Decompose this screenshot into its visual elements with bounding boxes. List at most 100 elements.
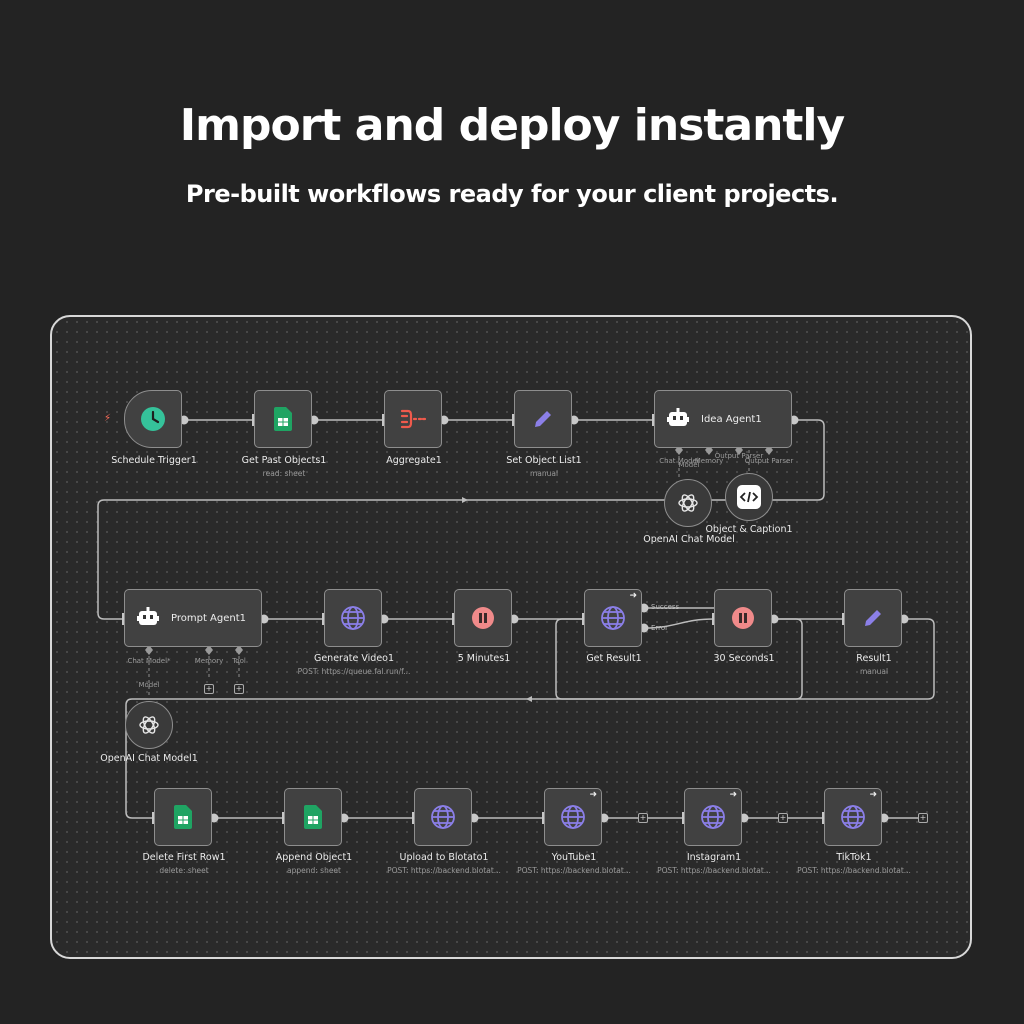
node-openai-chat-model[interactable] — [664, 479, 712, 527]
node-subtitle: POST: https://backend.blotat... — [387, 866, 501, 875]
port-label: Memory — [194, 657, 224, 665]
arrow-right-icon: ➜ — [729, 790, 737, 800]
node-label: YouTube1 — [551, 852, 597, 863]
add-node-button[interactable]: + — [638, 813, 648, 823]
globe-icon — [841, 805, 865, 829]
node-upload-to-blotato[interactable] — [414, 788, 472, 846]
branch-label-success: Success — [651, 603, 680, 611]
node-youtube[interactable]: ➜ — [544, 788, 602, 846]
clock-icon — [141, 407, 165, 431]
node-append-object[interactable] — [284, 788, 342, 846]
connection-result-to-delete — [125, 618, 935, 819]
node-get-result[interactable]: ➜ — [584, 589, 642, 647]
code-icon — [737, 485, 761, 509]
node-5-minutes[interactable] — [454, 589, 512, 647]
globe-icon — [431, 805, 455, 829]
node-schedule-trigger[interactable] — [124, 390, 182, 448]
globe-icon — [601, 606, 625, 630]
node-generate-video[interactable] — [324, 589, 382, 647]
add-tool-button[interactable]: + — [234, 684, 244, 694]
page-headline: Import and deploy instantly — [179, 100, 845, 151]
port-label: Output Parser — [744, 457, 794, 465]
node-label: Object & Caption1 — [705, 524, 793, 535]
openai-icon — [139, 716, 159, 734]
port-label: Model — [138, 681, 160, 689]
port-label: Output Parser — [714, 452, 764, 460]
node-label: Delete First Row1 — [142, 852, 226, 863]
node-aggregate[interactable] — [384, 390, 442, 448]
node-idea-agent[interactable]: Idea Agent1 — [654, 390, 792, 448]
node-subtitle: delete: sheet — [159, 866, 209, 875]
node-subtitle: POST: https://backend.blotat... — [657, 866, 771, 875]
port-label: Memory — [694, 457, 724, 465]
globe-icon — [701, 805, 725, 829]
port-label: Tool — [232, 657, 246, 665]
node-label: TikTok1 — [836, 852, 872, 863]
node-label: OpenAI Chat Model1 — [100, 753, 198, 764]
node-label: 5 Minutes1 — [457, 653, 511, 664]
node-label: Generate Video1 — [313, 653, 395, 664]
robot-icon — [667, 408, 689, 426]
add-node-button[interactable]: + — [778, 813, 788, 823]
node-get-past-objects[interactable] — [254, 390, 312, 448]
add-node-button[interactable]: + — [918, 813, 928, 823]
connection-idea-to-prompt — [97, 419, 825, 620]
node-subtitle: manual — [529, 469, 559, 478]
arrow-right-icon: ➜ — [589, 790, 597, 800]
node-30-seconds[interactable] — [714, 589, 772, 647]
node-subtitle: append: sheet — [287, 866, 341, 875]
port-label: Chat Model* — [127, 657, 171, 665]
pencil-icon — [535, 411, 551, 427]
google-sheets-icon — [174, 805, 192, 829]
node-subtitle: read: sheet — [262, 469, 306, 478]
node-label: Prompt Agent1 — [171, 612, 247, 624]
node-openai-chat-model-1[interactable] — [125, 701, 173, 749]
pause-icon — [472, 607, 494, 629]
node-label: Instagram1 — [686, 852, 742, 863]
arrow-marker — [526, 696, 532, 702]
node-label: Idea Agent1 — [701, 413, 762, 425]
branch-label-error: Error — [651, 624, 669, 632]
pencil-icon — [865, 610, 881, 626]
pause-icon — [732, 607, 754, 629]
node-label: Result1 — [856, 653, 892, 664]
globe-icon — [561, 805, 585, 829]
node-delete-first-row[interactable] — [154, 788, 212, 846]
openai-icon — [678, 494, 698, 512]
node-label: OpenAI Chat Model — [643, 534, 735, 545]
port-label: Chat Model — [659, 457, 699, 465]
lightning-icon: ⚡ — [104, 413, 112, 424]
workflow-connections — [97, 414, 935, 824]
aggregate-icon — [400, 409, 427, 429]
node-tiktok[interactable]: ➜ — [824, 788, 882, 846]
node-object-caption[interactable] — [725, 473, 773, 521]
page-subheadline: Pre-built workflows ready for your clien… — [185, 180, 839, 208]
google-sheets-icon — [304, 805, 322, 829]
node-subtitle: POST: https://queue.fal.run/f... — [297, 667, 411, 676]
node-subtitle: manual — [859, 667, 889, 676]
workflow-canvas[interactable]: ⚡ Schedule Trigger1 Get Past Objects1 re… — [50, 315, 972, 959]
node-label: Set Object List1 — [506, 455, 582, 466]
node-result[interactable] — [844, 589, 902, 647]
node-label: Aggregate1 — [386, 455, 442, 466]
arrow-right-icon: ➜ — [629, 591, 637, 601]
node-label: Upload to Blotato1 — [399, 852, 489, 863]
connection-error-to-30s — [643, 618, 715, 629]
port-label: Model — [678, 461, 700, 469]
robot-icon — [137, 607, 159, 625]
node-label: Schedule Trigger1 — [111, 455, 197, 466]
node-subtitle: POST: https://backend.blotat... — [517, 866, 631, 875]
add-memory-button[interactable]: + — [204, 684, 214, 694]
arrow-right-icon: ➜ — [869, 790, 877, 800]
globe-icon — [341, 606, 365, 630]
node-label: Get Result1 — [586, 653, 642, 664]
node-label: Append Object1 — [275, 852, 353, 863]
google-sheets-icon — [274, 407, 292, 431]
node-subtitle: POST: https://backend.blotat... — [797, 866, 911, 875]
node-set-object-list[interactable] — [514, 390, 572, 448]
node-instagram[interactable]: ➜ — [684, 788, 742, 846]
node-prompt-agent[interactable]: Prompt Agent1 — [124, 589, 262, 647]
node-label: Get Past Objects1 — [241, 455, 327, 466]
node-label: 30 Seconds1 — [713, 653, 775, 664]
arrow-marker — [462, 497, 468, 503]
